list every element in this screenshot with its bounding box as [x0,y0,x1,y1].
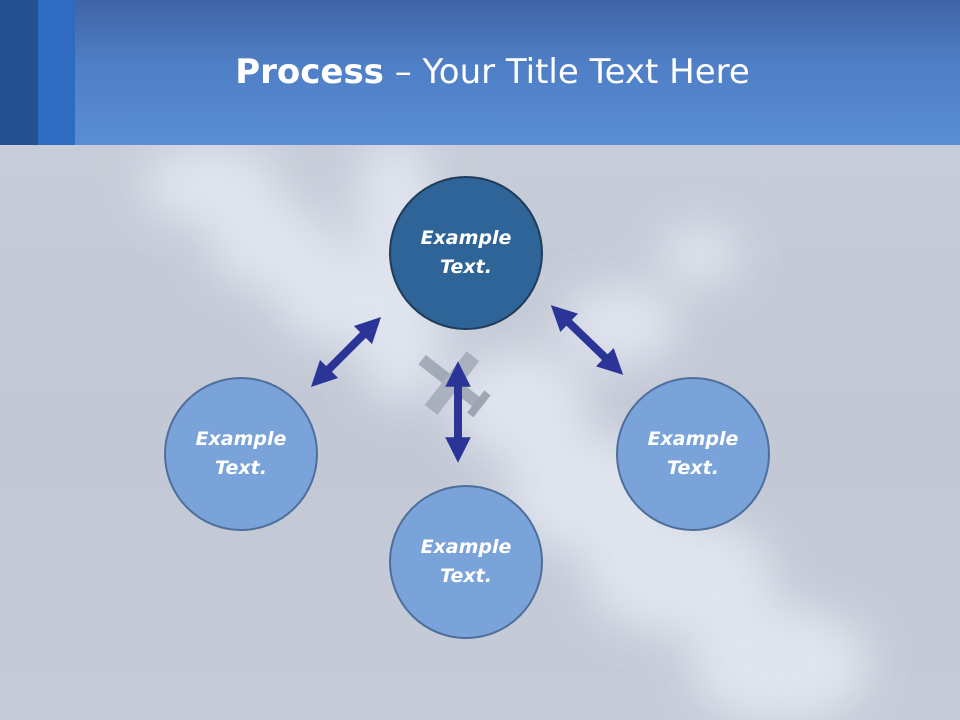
accent-bar-light [38,0,75,145]
node-right: Example Text. [616,377,770,531]
node-bottom: Example Text. [389,485,543,639]
title-bold: Process [235,52,384,92]
node-left: Example Text. [164,377,318,531]
title-rest: – Your Title Text Here [383,52,750,92]
node-bottom-label: Example Text. [420,536,512,587]
accent-bar-dark [0,0,38,145]
arrow-top-right [550,305,624,375]
node-left-label: Example Text. [195,428,287,479]
title-bar: Process – Your Title Text Here [0,0,960,145]
node-right-label: Example Text. [647,428,739,479]
node-top-label: Example Text. [420,227,512,278]
sky-smoke-background [140,145,870,720]
slide-title: Process – Your Title Text Here [0,52,960,92]
arrow-top-left [310,316,382,388]
node-top: Example Text. [389,176,543,330]
